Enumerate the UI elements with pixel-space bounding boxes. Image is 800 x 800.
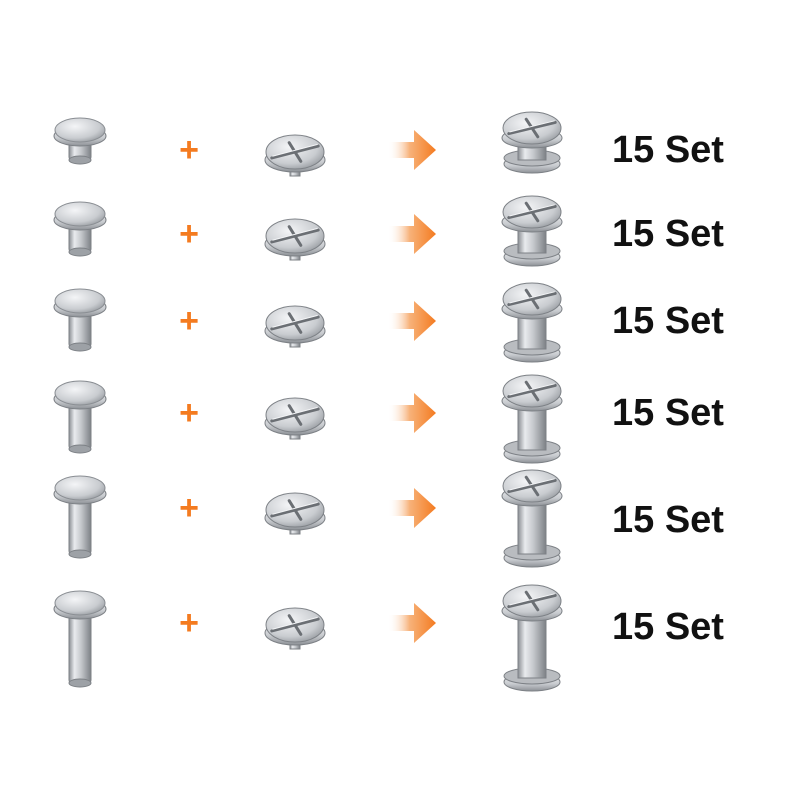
chicago-screw-icon bbox=[501, 584, 563, 692]
set-quantity-label: 15 Set bbox=[612, 213, 724, 255]
set-row: +15 Set bbox=[0, 111, 800, 222]
binding-screw-icon bbox=[264, 134, 326, 177]
plus-icon: + bbox=[179, 489, 199, 527]
arrow-right-icon bbox=[388, 603, 436, 643]
set-row: +15 Set bbox=[0, 584, 800, 695]
arrow-right-icon bbox=[388, 214, 436, 254]
chicago-screw-icon bbox=[501, 374, 563, 464]
rivet-post-icon bbox=[53, 475, 107, 559]
arrow-right-icon bbox=[388, 301, 436, 341]
chicago-screw-icon bbox=[501, 111, 563, 174]
binding-screw-icon bbox=[264, 218, 326, 261]
binding-screw-icon bbox=[264, 492, 326, 535]
set-quantity-label: 15 Set bbox=[612, 392, 724, 434]
arrow-right-icon bbox=[388, 488, 436, 528]
rivet-post-icon bbox=[53, 380, 107, 454]
set-row: +15 Set bbox=[0, 374, 800, 485]
chicago-screw-icon bbox=[501, 469, 563, 568]
plus-icon: + bbox=[179, 302, 199, 340]
chicago-screw-icon bbox=[501, 195, 563, 267]
plus-icon: + bbox=[179, 131, 199, 169]
set-quantity-label: 15 Set bbox=[612, 300, 724, 342]
rivet-post-icon bbox=[53, 201, 107, 257]
rivet-post-icon bbox=[53, 288, 107, 352]
binding-screw-icon bbox=[264, 305, 326, 348]
set-row: +15 Set bbox=[0, 282, 800, 393]
rivet-post-icon bbox=[53, 117, 107, 165]
binding-screw-icon bbox=[264, 607, 326, 650]
set-quantity-label: 15 Set bbox=[612, 606, 724, 648]
plus-icon: + bbox=[179, 604, 199, 642]
set-quantity-label: 15 Set bbox=[612, 499, 724, 541]
plus-icon: + bbox=[179, 215, 199, 253]
set-quantity-label: 15 Set bbox=[612, 129, 724, 171]
arrow-right-icon bbox=[388, 393, 436, 433]
plus-icon: + bbox=[179, 394, 199, 432]
set-row: +15 Set bbox=[0, 195, 800, 306]
chicago-screw-icon bbox=[501, 282, 563, 363]
rivet-post-icon bbox=[53, 590, 107, 688]
arrow-right-icon bbox=[388, 130, 436, 170]
set-row: +15 Set bbox=[0, 469, 800, 580]
binding-screw-icon bbox=[264, 397, 326, 440]
